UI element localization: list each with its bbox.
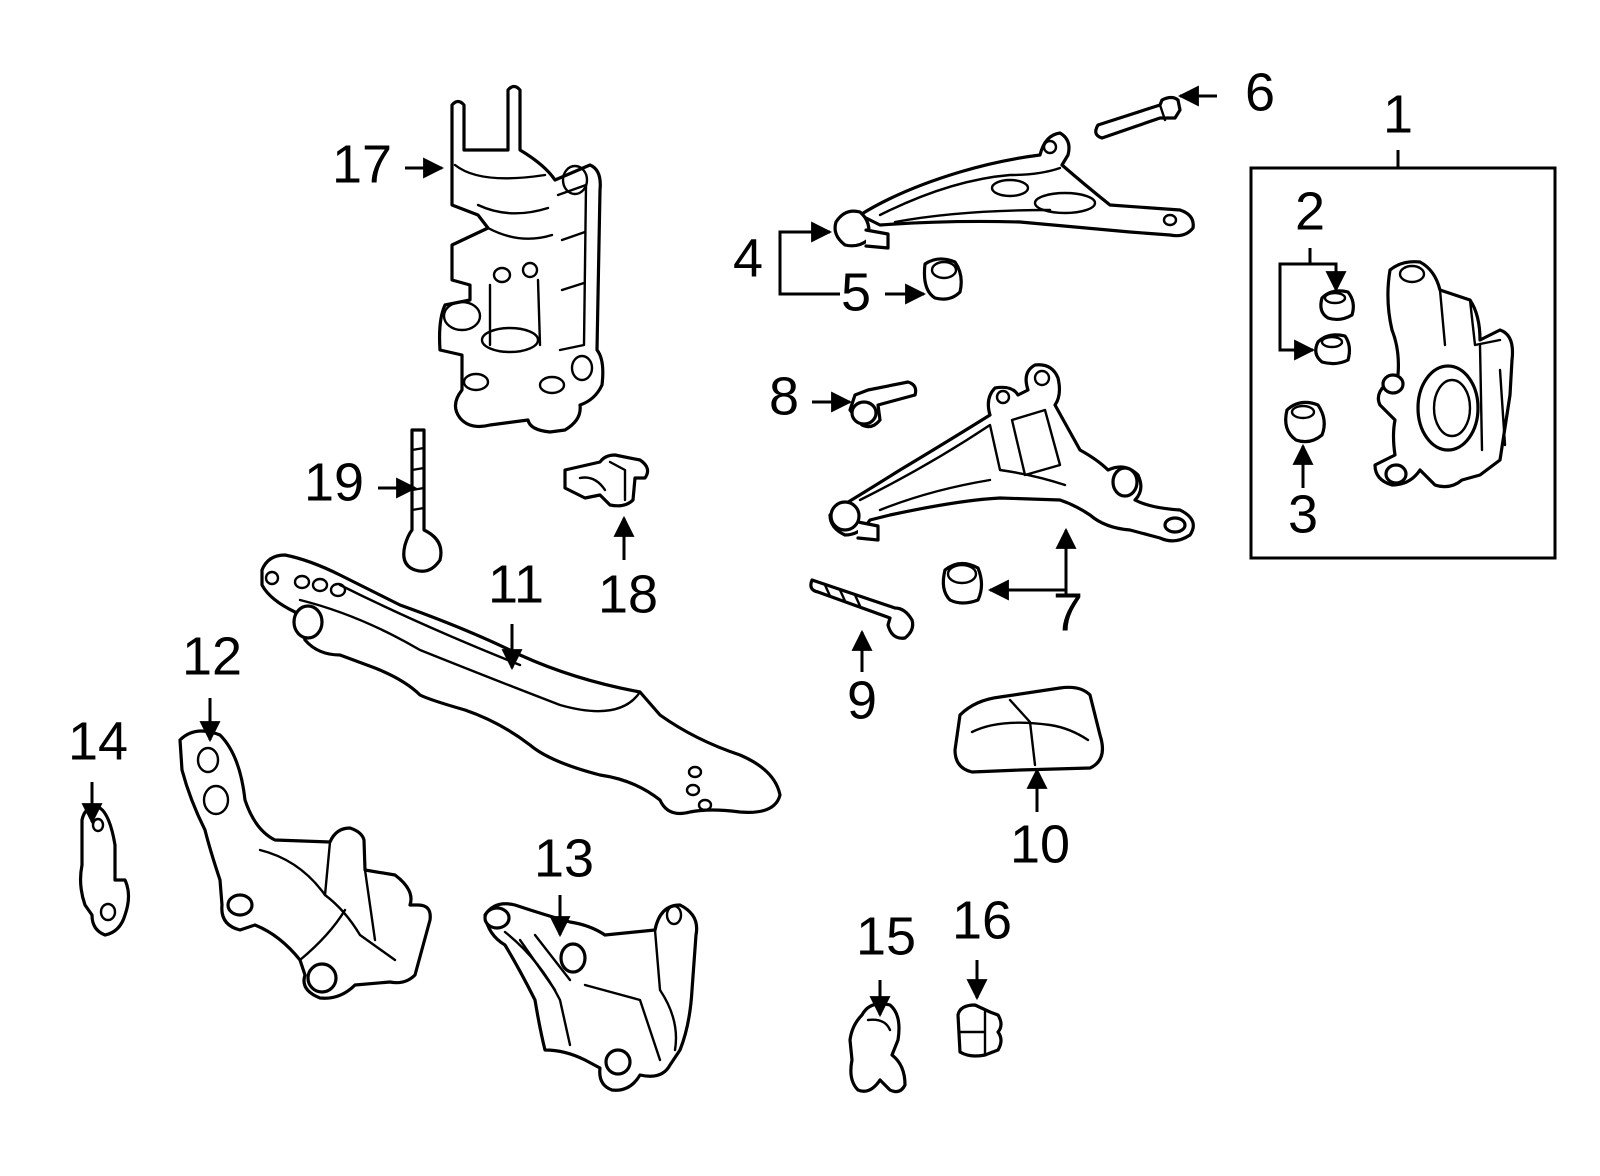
callout-10: 10 bbox=[1010, 814, 1070, 874]
callout-18: 18 bbox=[598, 564, 658, 624]
part-1-steering-knuckle bbox=[1373, 260, 1515, 489]
callout-1: 1 bbox=[1383, 84, 1413, 144]
part-6-bolt bbox=[1094, 95, 1182, 140]
part-17-strut-assembly bbox=[437, 84, 605, 434]
part-7-lower-control-arm bbox=[828, 363, 1195, 543]
callout-11: 11 bbox=[488, 554, 544, 614]
callout-3: 3 bbox=[1288, 484, 1318, 544]
callout-12: 12 bbox=[182, 626, 242, 686]
callout-4: 4 bbox=[733, 228, 763, 288]
callout-15: 15 bbox=[856, 906, 916, 966]
callout-6: 6 bbox=[1245, 62, 1275, 122]
part-13-mount-bracket bbox=[483, 902, 699, 1092]
part-11-crossmember bbox=[260, 553, 782, 816]
part-4-upper-control-arm bbox=[833, 131, 1195, 250]
callout-5: 5 bbox=[841, 262, 871, 322]
leader-2-lower bbox=[1278, 262, 1316, 361]
leader-lines bbox=[81, 85, 1400, 1018]
callout-7: 7 bbox=[1053, 582, 1083, 642]
callout-17: 17 bbox=[332, 134, 392, 194]
part-15-bracket bbox=[848, 1002, 907, 1094]
part-3-ball-joint bbox=[1284, 400, 1326, 444]
leader-4-lower bbox=[778, 270, 840, 296]
callout-numbers: 1 2 3 4 5 6 7 8 9 10 11 12 13 14 15 16 1… bbox=[68, 62, 1413, 966]
callout-8: 8 bbox=[769, 366, 799, 426]
callout-13: 13 bbox=[534, 828, 594, 888]
part-16-bumper bbox=[956, 1003, 1003, 1058]
part-2-bushing-upper bbox=[1319, 289, 1355, 322]
part-7-bushing bbox=[941, 561, 984, 605]
part-19-stud bbox=[402, 428, 443, 573]
callout-16: 16 bbox=[952, 890, 1012, 950]
part-14-small-bracket bbox=[78, 805, 131, 937]
part-2-bushing-lower bbox=[1314, 333, 1352, 366]
part-12-mount-bracket bbox=[178, 729, 432, 1000]
part-1-kit-box bbox=[1249, 166, 1557, 560]
part-9-bolt bbox=[809, 578, 915, 640]
callout-19: 19 bbox=[304, 452, 364, 512]
callout-9: 9 bbox=[847, 670, 877, 730]
leader-2-upper bbox=[1308, 248, 1347, 293]
part-5-bushing bbox=[922, 257, 963, 301]
part-8-bolt bbox=[848, 380, 918, 429]
part-10-cover bbox=[953, 685, 1104, 774]
callout-14: 14 bbox=[68, 711, 128, 771]
callout-2: 2 bbox=[1295, 181, 1325, 241]
part-18-bracket bbox=[563, 453, 650, 508]
leader-4-upper bbox=[778, 221, 833, 270]
